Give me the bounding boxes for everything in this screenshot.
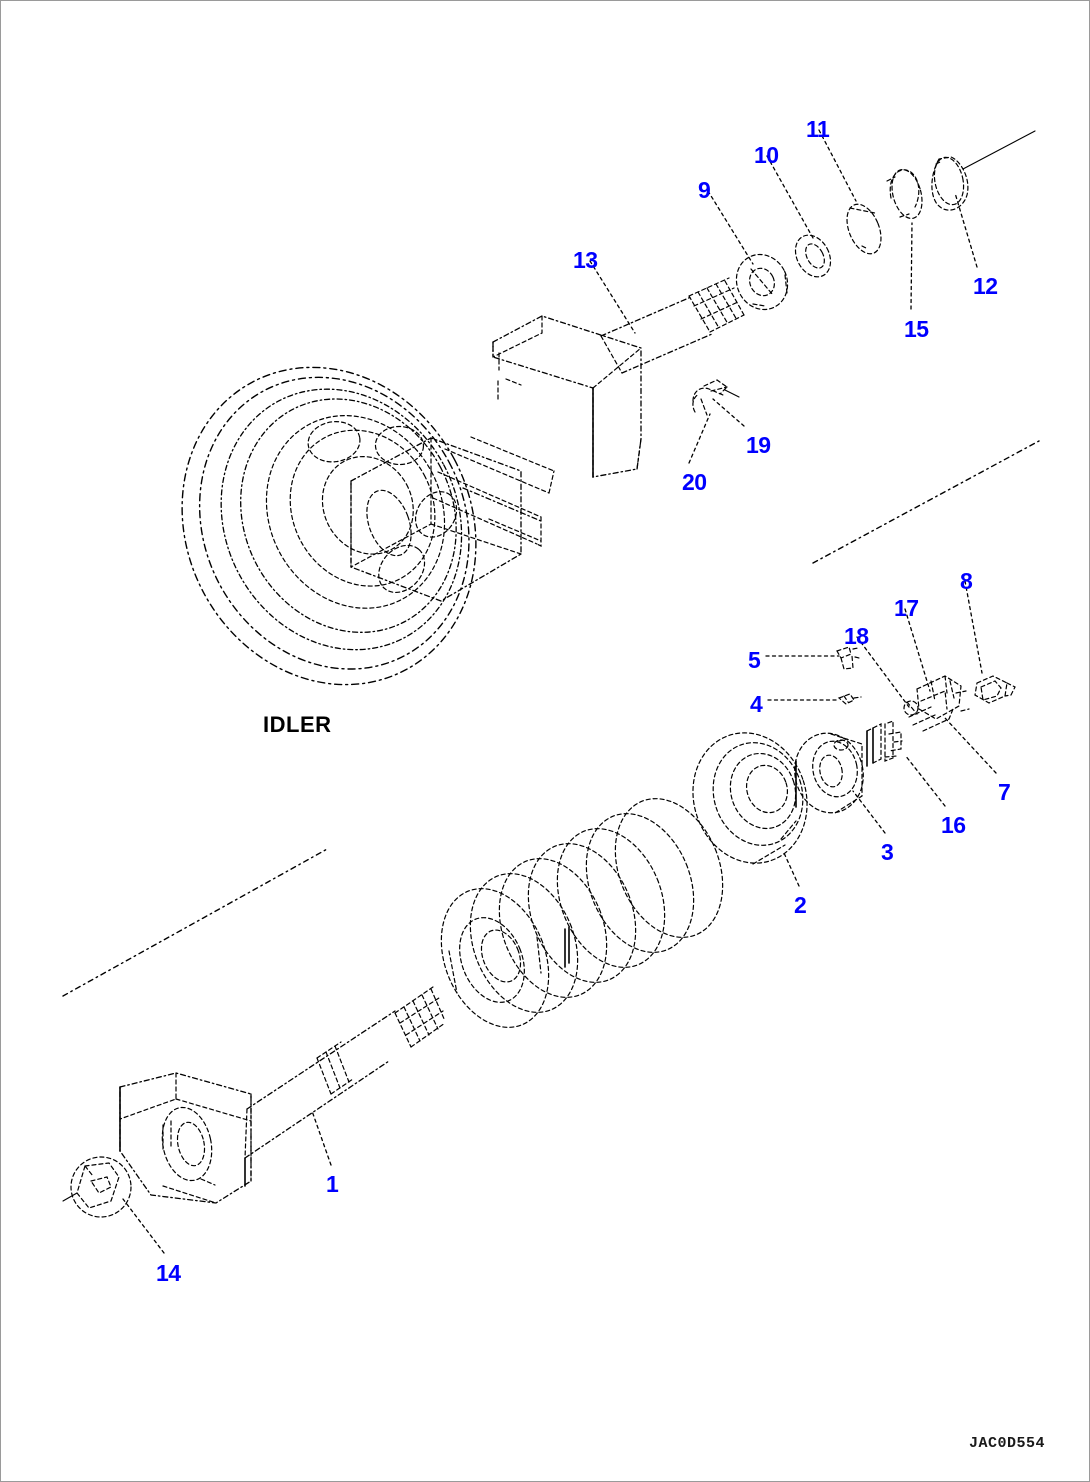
leader-line-2	[783, 852, 800, 887]
callout-9[interactable]: 9	[698, 177, 711, 203]
shaft-thread	[394, 986, 446, 1048]
callout-1[interactable]: 1	[326, 1171, 339, 1197]
callout-7[interactable]: 7	[998, 779, 1011, 805]
upper-right-section-line	[812, 440, 1040, 564]
leader-line-15	[910, 222, 913, 310]
part-9-washer	[735, 253, 789, 311]
leader-line-20	[688, 413, 711, 464]
callout-17[interactable]: 17	[894, 595, 919, 621]
leader-line-3	[852, 790, 886, 834]
leader-line-7	[944, 717, 997, 774]
leader-line-16	[904, 754, 946, 807]
part-15-bearing-cup	[886, 168, 923, 220]
leader-line-13	[589, 260, 636, 334]
callout-13[interactable]: 13	[573, 247, 598, 273]
callout-2[interactable]: 2	[794, 892, 807, 918]
callout-5[interactable]: 5	[748, 647, 761, 673]
callout-16[interactable]: 16	[941, 812, 966, 838]
drawing-code: JAC0D554	[969, 1435, 1046, 1452]
part-12-end-cap	[931, 130, 1036, 211]
callout-18[interactable]: 18	[844, 623, 869, 649]
idler-wheel	[181, 366, 477, 686]
leader-line-18	[856, 636, 910, 708]
part-7-8-nut	[974, 675, 1016, 704]
callout-14[interactable]: 14	[156, 1260, 181, 1286]
part-17-link-block	[908, 675, 970, 732]
callout-11[interactable]: 11	[806, 116, 830, 142]
leader-line-10	[766, 155, 814, 239]
part-14-end-nut	[62, 1156, 132, 1218]
callout-8[interactable]: 8	[960, 568, 973, 594]
part-16-bracket-plate	[866, 720, 903, 767]
idler-shaft	[432, 436, 555, 547]
callout-15[interactable]: 15	[904, 316, 929, 342]
callout-20[interactable]: 20	[682, 469, 707, 495]
section-lines	[62, 440, 1040, 997]
leader-line-12	[954, 192, 978, 268]
callout-12[interactable]: 12	[973, 273, 998, 299]
leader-line-11	[818, 129, 857, 202]
part-2-disc	[692, 732, 808, 865]
idler-hub	[350, 437, 522, 602]
group-label-idler: IDLER	[263, 712, 332, 737]
threaded-rod-end	[688, 277, 745, 333]
callout-3[interactable]: 3	[881, 839, 894, 865]
leader-line-1	[311, 1110, 332, 1166]
lower-left-section-line	[62, 847, 330, 997]
leader-line-8	[964, 580, 983, 674]
shaft-collar	[316, 1041, 354, 1095]
callout-4[interactable]: 4	[750, 691, 763, 717]
callout-19[interactable]: 19	[746, 432, 771, 458]
leader-line-17	[904, 608, 931, 692]
part-4-bolt	[837, 693, 862, 705]
part-6-recoil-spring	[440, 798, 724, 1028]
yoke-bracket	[492, 277, 745, 478]
part-5-bolt	[836, 646, 860, 670]
leader-line-19	[712, 398, 745, 427]
callout-leader-lines	[122, 129, 997, 1254]
part-1-shaft-yoke	[119, 986, 446, 1204]
part-10-oring	[794, 234, 832, 278]
part-19-20-grease-fitting	[692, 379, 740, 416]
part-18-pin	[903, 700, 919, 716]
callout-10[interactable]: 10	[754, 142, 779, 168]
leader-line-9	[707, 190, 754, 265]
leader-line-14	[122, 1198, 165, 1254]
part-11-seal-ring	[846, 203, 882, 255]
